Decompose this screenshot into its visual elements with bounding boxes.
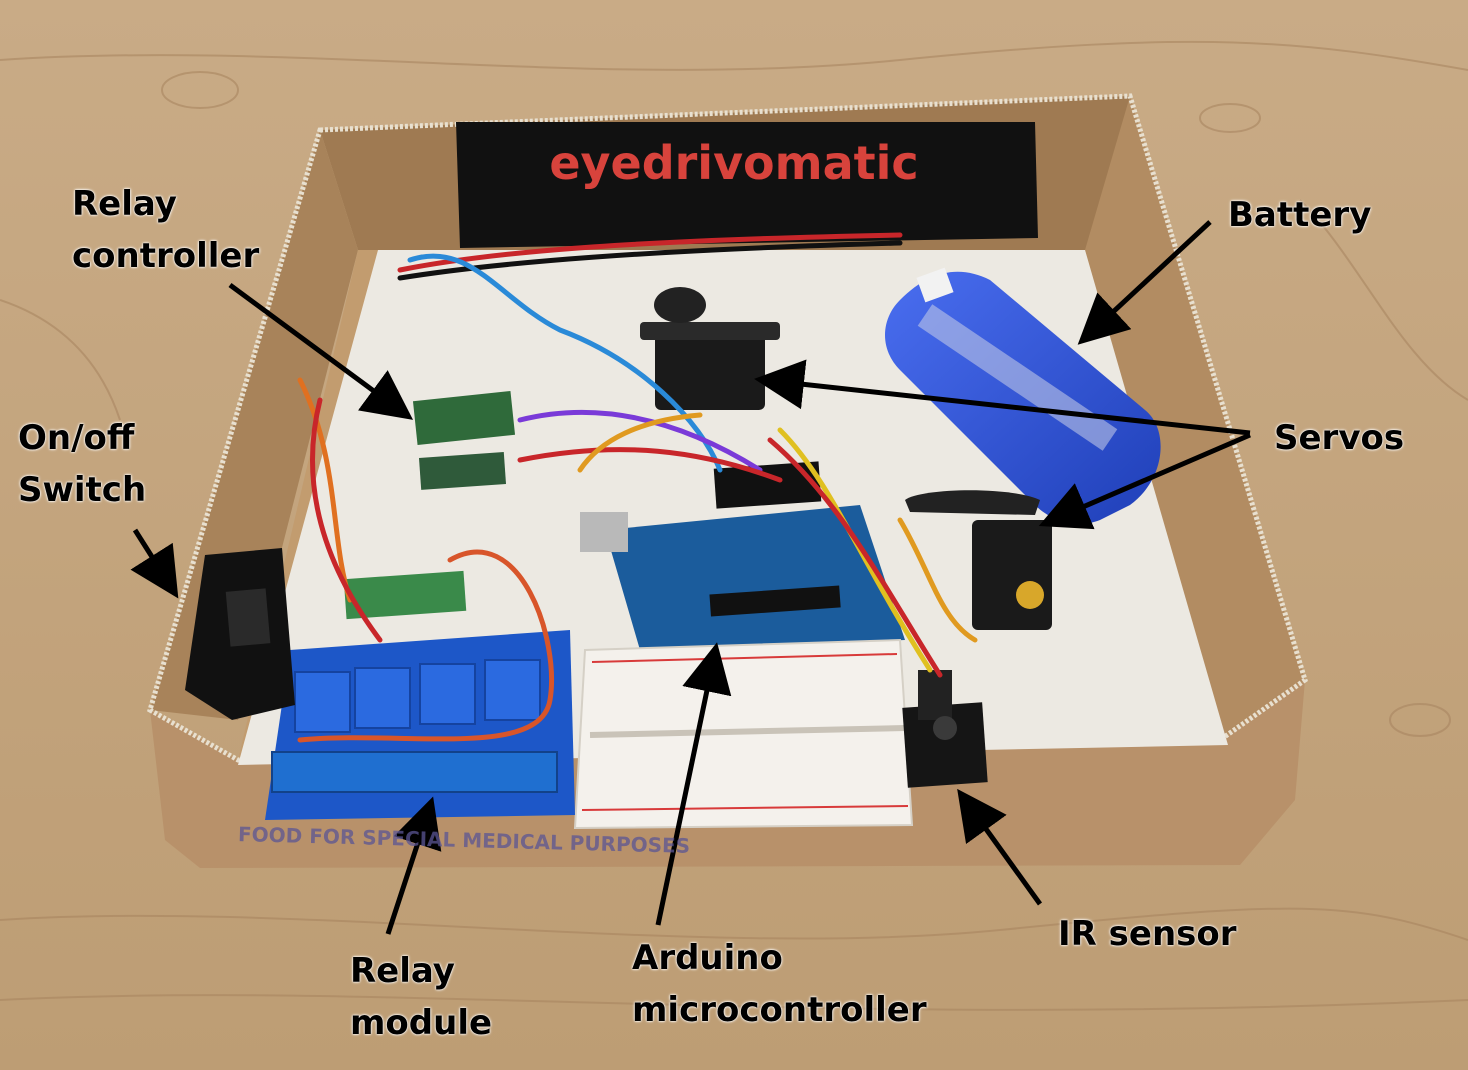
relay-controller-label-line2: controller: [72, 236, 260, 276]
breadboard: [573, 638, 914, 830]
relay-controller-board: [412, 390, 516, 446]
battery-pack: [885, 267, 1161, 525]
battery-arrow: [1077, 220, 1212, 345]
servo-right: [905, 490, 1052, 630]
proto-board: [343, 570, 467, 620]
on-off-switch: [185, 548, 295, 720]
box-rim: [147, 93, 1308, 763]
relay-module-label-line2: module: [350, 1003, 493, 1043]
relay-module: [265, 630, 575, 820]
relay-module-label-line1: Relay: [350, 951, 455, 991]
small-driver-board: [418, 452, 507, 490]
arduino-label: Arduino microcontroller: [632, 932, 927, 1036]
on-off-switch-arrow: [130, 528, 179, 599]
ir-sensor-board: [902, 670, 988, 788]
arduino-label-line2: microcontroller: [632, 990, 927, 1030]
wires: [297, 232, 978, 743]
ir-sensor-label: IR sensor: [1058, 914, 1237, 954]
on-off-switch-label-line1: On/off: [18, 418, 135, 458]
ir-sensor-arrow: [957, 788, 1043, 906]
arduino-label-line1: Arduino: [632, 938, 783, 978]
servo-top-arrow: [754, 359, 1251, 436]
box-left-wall: [150, 130, 358, 720]
on-off-switch-label-line2: Switch: [18, 470, 147, 510]
arduino-arrow: [655, 642, 732, 926]
name-banner: [456, 122, 1038, 248]
relay-controller-label: Relay controller: [72, 178, 259, 282]
box-right-wall: [1085, 96, 1305, 740]
servo-top: [640, 287, 780, 410]
relay-controller-arrow: [228, 282, 414, 420]
servo-right-arrow: [1038, 432, 1251, 530]
on-off-switch-label: On/off Switch: [18, 412, 146, 516]
banner-text: eyedrivomatic: [549, 136, 919, 190]
wood-grain: [0, 40, 1468, 1011]
battery-label: Battery: [1228, 195, 1372, 235]
relay-module-label: Relay module: [350, 945, 492, 1049]
relay-module-arrow: [385, 796, 442, 935]
relay-controller-label-line1: Relay: [72, 184, 177, 224]
arduino-board: [580, 461, 905, 650]
annotation-arrows: [130, 220, 1251, 935]
servos-label: Servos: [1274, 418, 1405, 458]
